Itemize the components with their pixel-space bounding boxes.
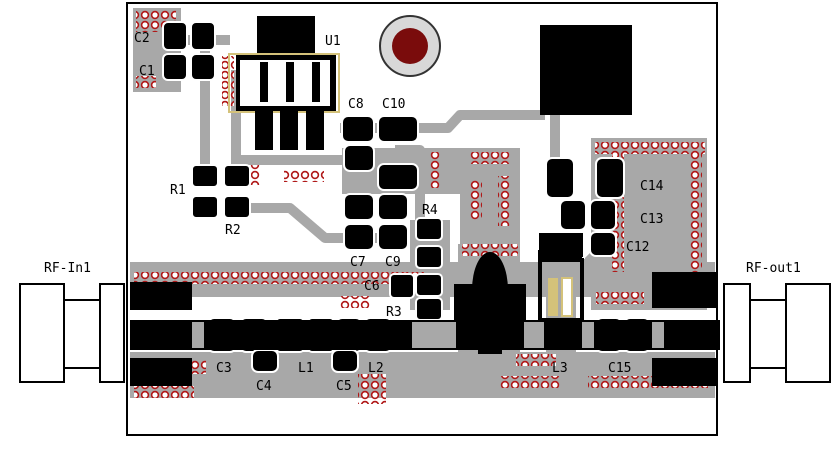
label-c3: C3 bbox=[216, 361, 232, 376]
label-l3: L3 bbox=[552, 361, 568, 376]
label-rf-in: RF-In1 bbox=[44, 261, 91, 276]
label-c1: C1 bbox=[139, 64, 155, 79]
label-r2: R2 bbox=[225, 223, 241, 238]
label-c7: C7 bbox=[350, 255, 366, 270]
rf-out-connector bbox=[723, 283, 831, 383]
label-rf-out: RF-out1 bbox=[746, 261, 801, 276]
label-c10: C10 bbox=[382, 97, 405, 112]
label-r1: R1 bbox=[170, 183, 186, 198]
label-r3: R3 bbox=[386, 305, 402, 320]
label-u1: U1 bbox=[325, 34, 341, 49]
label-c15: C15 bbox=[608, 361, 631, 376]
label-c14: C14 bbox=[640, 179, 664, 194]
label-l2: L2 bbox=[368, 361, 384, 376]
rf-in-connector bbox=[19, 283, 125, 383]
label-c6: C6 bbox=[364, 279, 380, 294]
label-c12: C12 bbox=[626, 240, 649, 255]
label-c2: C2 bbox=[134, 31, 150, 46]
edge-ground-pads bbox=[130, 272, 718, 386]
large-pad bbox=[540, 25, 632, 115]
label-c9: C9 bbox=[385, 255, 401, 270]
label-l1: L1 bbox=[298, 361, 314, 376]
u1-regulator bbox=[228, 16, 340, 150]
label-c8: C8 bbox=[348, 97, 364, 112]
label-r4: R4 bbox=[422, 203, 438, 218]
rf-line-gaps bbox=[192, 322, 664, 348]
silkscreen-labels: C2 C1 U1 C8 C10 R1 R2 R4 C7 C9 C6 R3 C14… bbox=[44, 31, 801, 394]
mounting-hole bbox=[379, 15, 441, 77]
label-c4: C4 bbox=[256, 379, 272, 394]
label-c5: C5 bbox=[336, 379, 352, 394]
label-c13: C13 bbox=[640, 212, 663, 227]
